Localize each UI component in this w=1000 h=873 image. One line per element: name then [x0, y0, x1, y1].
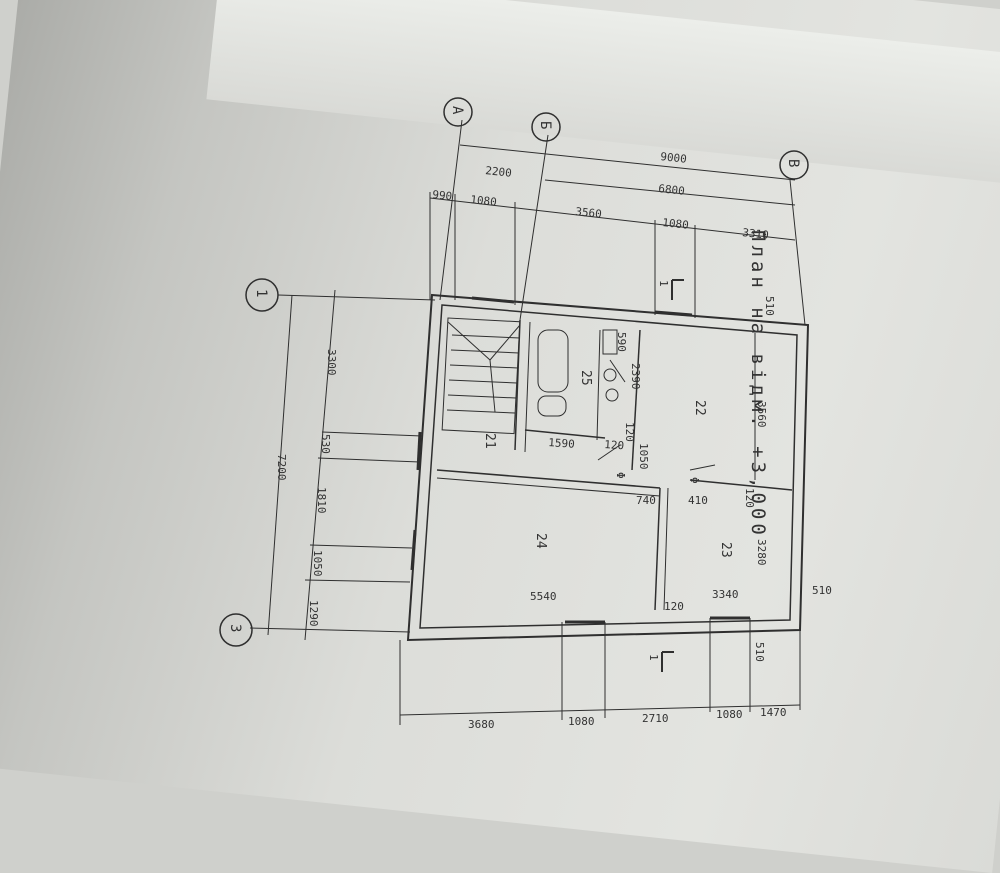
dim-bottom-1470: 1470	[760, 706, 787, 719]
axis-bubble-b	[531, 112, 561, 142]
axis-label-3: 3	[227, 624, 243, 632]
dim-int-120c: 120	[743, 488, 756, 508]
wall-24-23	[654, 487, 661, 611]
door-21-25	[597, 444, 621, 461]
fixture-circle-2	[605, 388, 619, 402]
wall-stair-inner	[524, 321, 531, 453]
axis-line-3	[249, 627, 411, 633]
bathtub	[537, 329, 569, 393]
plan-title: План на відм. +3,000	[747, 230, 769, 539]
dim-top-3310: 3310	[742, 226, 770, 242]
window-left-1	[416, 431, 422, 471]
toilet	[537, 395, 567, 417]
dim-bottom-1080b: 1080	[716, 708, 743, 721]
dim-line-7200	[267, 294, 293, 636]
dim-left-530: 530	[319, 434, 332, 454]
dim-int-410: 410	[688, 494, 708, 507]
dim-int-2390: 2390	[629, 363, 642, 390]
dim-line-9000	[459, 144, 796, 181]
door-22	[689, 464, 716, 471]
dim-left-1290: 1290	[307, 600, 320, 627]
sink	[602, 329, 618, 355]
axis-line-v	[789, 179, 806, 326]
dim-wall-510a: 510	[763, 296, 776, 316]
dim-line-6800	[544, 179, 796, 206]
axis-label-1: 1	[253, 289, 269, 297]
wall-25-21	[524, 429, 606, 439]
section-mark-top: 1	[657, 280, 670, 287]
wall-21-24	[436, 469, 661, 489]
dim-int-120a: 120	[604, 438, 625, 452]
window-left-2	[410, 529, 417, 571]
dim-line-chain-left	[304, 289, 336, 641]
axis-line-b	[519, 134, 549, 321]
axis-bubble-a	[443, 97, 473, 127]
dim-int-120b: 120	[623, 422, 636, 442]
dim-top-990: 990	[432, 188, 453, 203]
axis-label-a: А	[449, 106, 465, 115]
axis-label-b: Б	[537, 121, 553, 129]
dim-top-1080a: 1080	[470, 193, 498, 209]
section-mark-bottom: 1	[647, 654, 660, 661]
dim-int-3280: 3280	[755, 539, 768, 566]
dim-bottom-2710: 2710	[642, 712, 669, 725]
dim-line-bottom	[399, 704, 801, 716]
dim-int-120d: 120	[664, 600, 684, 613]
axis-bubble-v	[779, 150, 809, 180]
room-22: 22	[692, 400, 707, 416]
dim-int-3560: 3560	[755, 401, 768, 428]
dim-line-chain	[429, 197, 796, 241]
dim-int-3340: 3340	[712, 588, 739, 601]
dim-int-1590: 1590	[548, 436, 575, 451]
dim-left-1050: 1050	[311, 550, 324, 577]
dim-left-1810: 1810	[315, 487, 328, 514]
dim-top-9000: 9000	[660, 150, 688, 166]
dim-left-3300: 3300	[325, 349, 338, 376]
dim-top-2200: 2200	[485, 164, 513, 180]
floor-plan-drawing: А Б В 1 3 1 1 25 21 22 24 23 Φ Φ 9000 22…	[219, 97, 832, 731]
axis-line-1	[277, 294, 436, 301]
door-symbol-1: Φ	[614, 472, 627, 479]
wall-21-24-inner	[436, 477, 661, 497]
dim-int-5540: 5540	[530, 590, 557, 603]
axis-bubble-3	[219, 613, 253, 647]
dim-int-740: 740	[636, 494, 656, 507]
wall-25-right	[596, 329, 601, 441]
room-21: 21	[482, 433, 497, 449]
dim-left-7200: 7200	[275, 454, 288, 481]
wall-22-23	[689, 479, 793, 491]
room-24: 24	[533, 533, 548, 549]
axis-bubble-1	[245, 278, 279, 312]
door-symbol-2: Φ	[688, 477, 701, 484]
room-25: 25	[578, 370, 593, 386]
dim-bottom-1080a: 1080	[568, 715, 595, 728]
dim-top-6800: 6800	[658, 182, 686, 198]
window-top-2	[654, 310, 693, 317]
axis-label-v: В	[785, 159, 801, 167]
window-top-1	[471, 296, 515, 304]
dim-top-1080b: 1080	[662, 216, 690, 232]
dim-bottom-3680: 3680	[468, 718, 495, 731]
dim-int-1050: 1050	[637, 443, 650, 470]
fixture-circle-1	[603, 368, 617, 382]
dim-wall-510c: 510	[753, 642, 766, 662]
dim-top-3560: 3560	[575, 205, 603, 221]
inner-wall-outline	[419, 304, 798, 629]
room-23: 23	[718, 542, 733, 558]
dim-int-590: 590	[615, 332, 628, 352]
staircase	[441, 317, 521, 435]
dim-wall-510b: 510	[812, 584, 832, 597]
wall-25-22	[631, 329, 641, 471]
axis-line-a	[439, 119, 463, 301]
door-25	[609, 359, 626, 383]
wall-24-23-inner	[663, 487, 669, 611]
